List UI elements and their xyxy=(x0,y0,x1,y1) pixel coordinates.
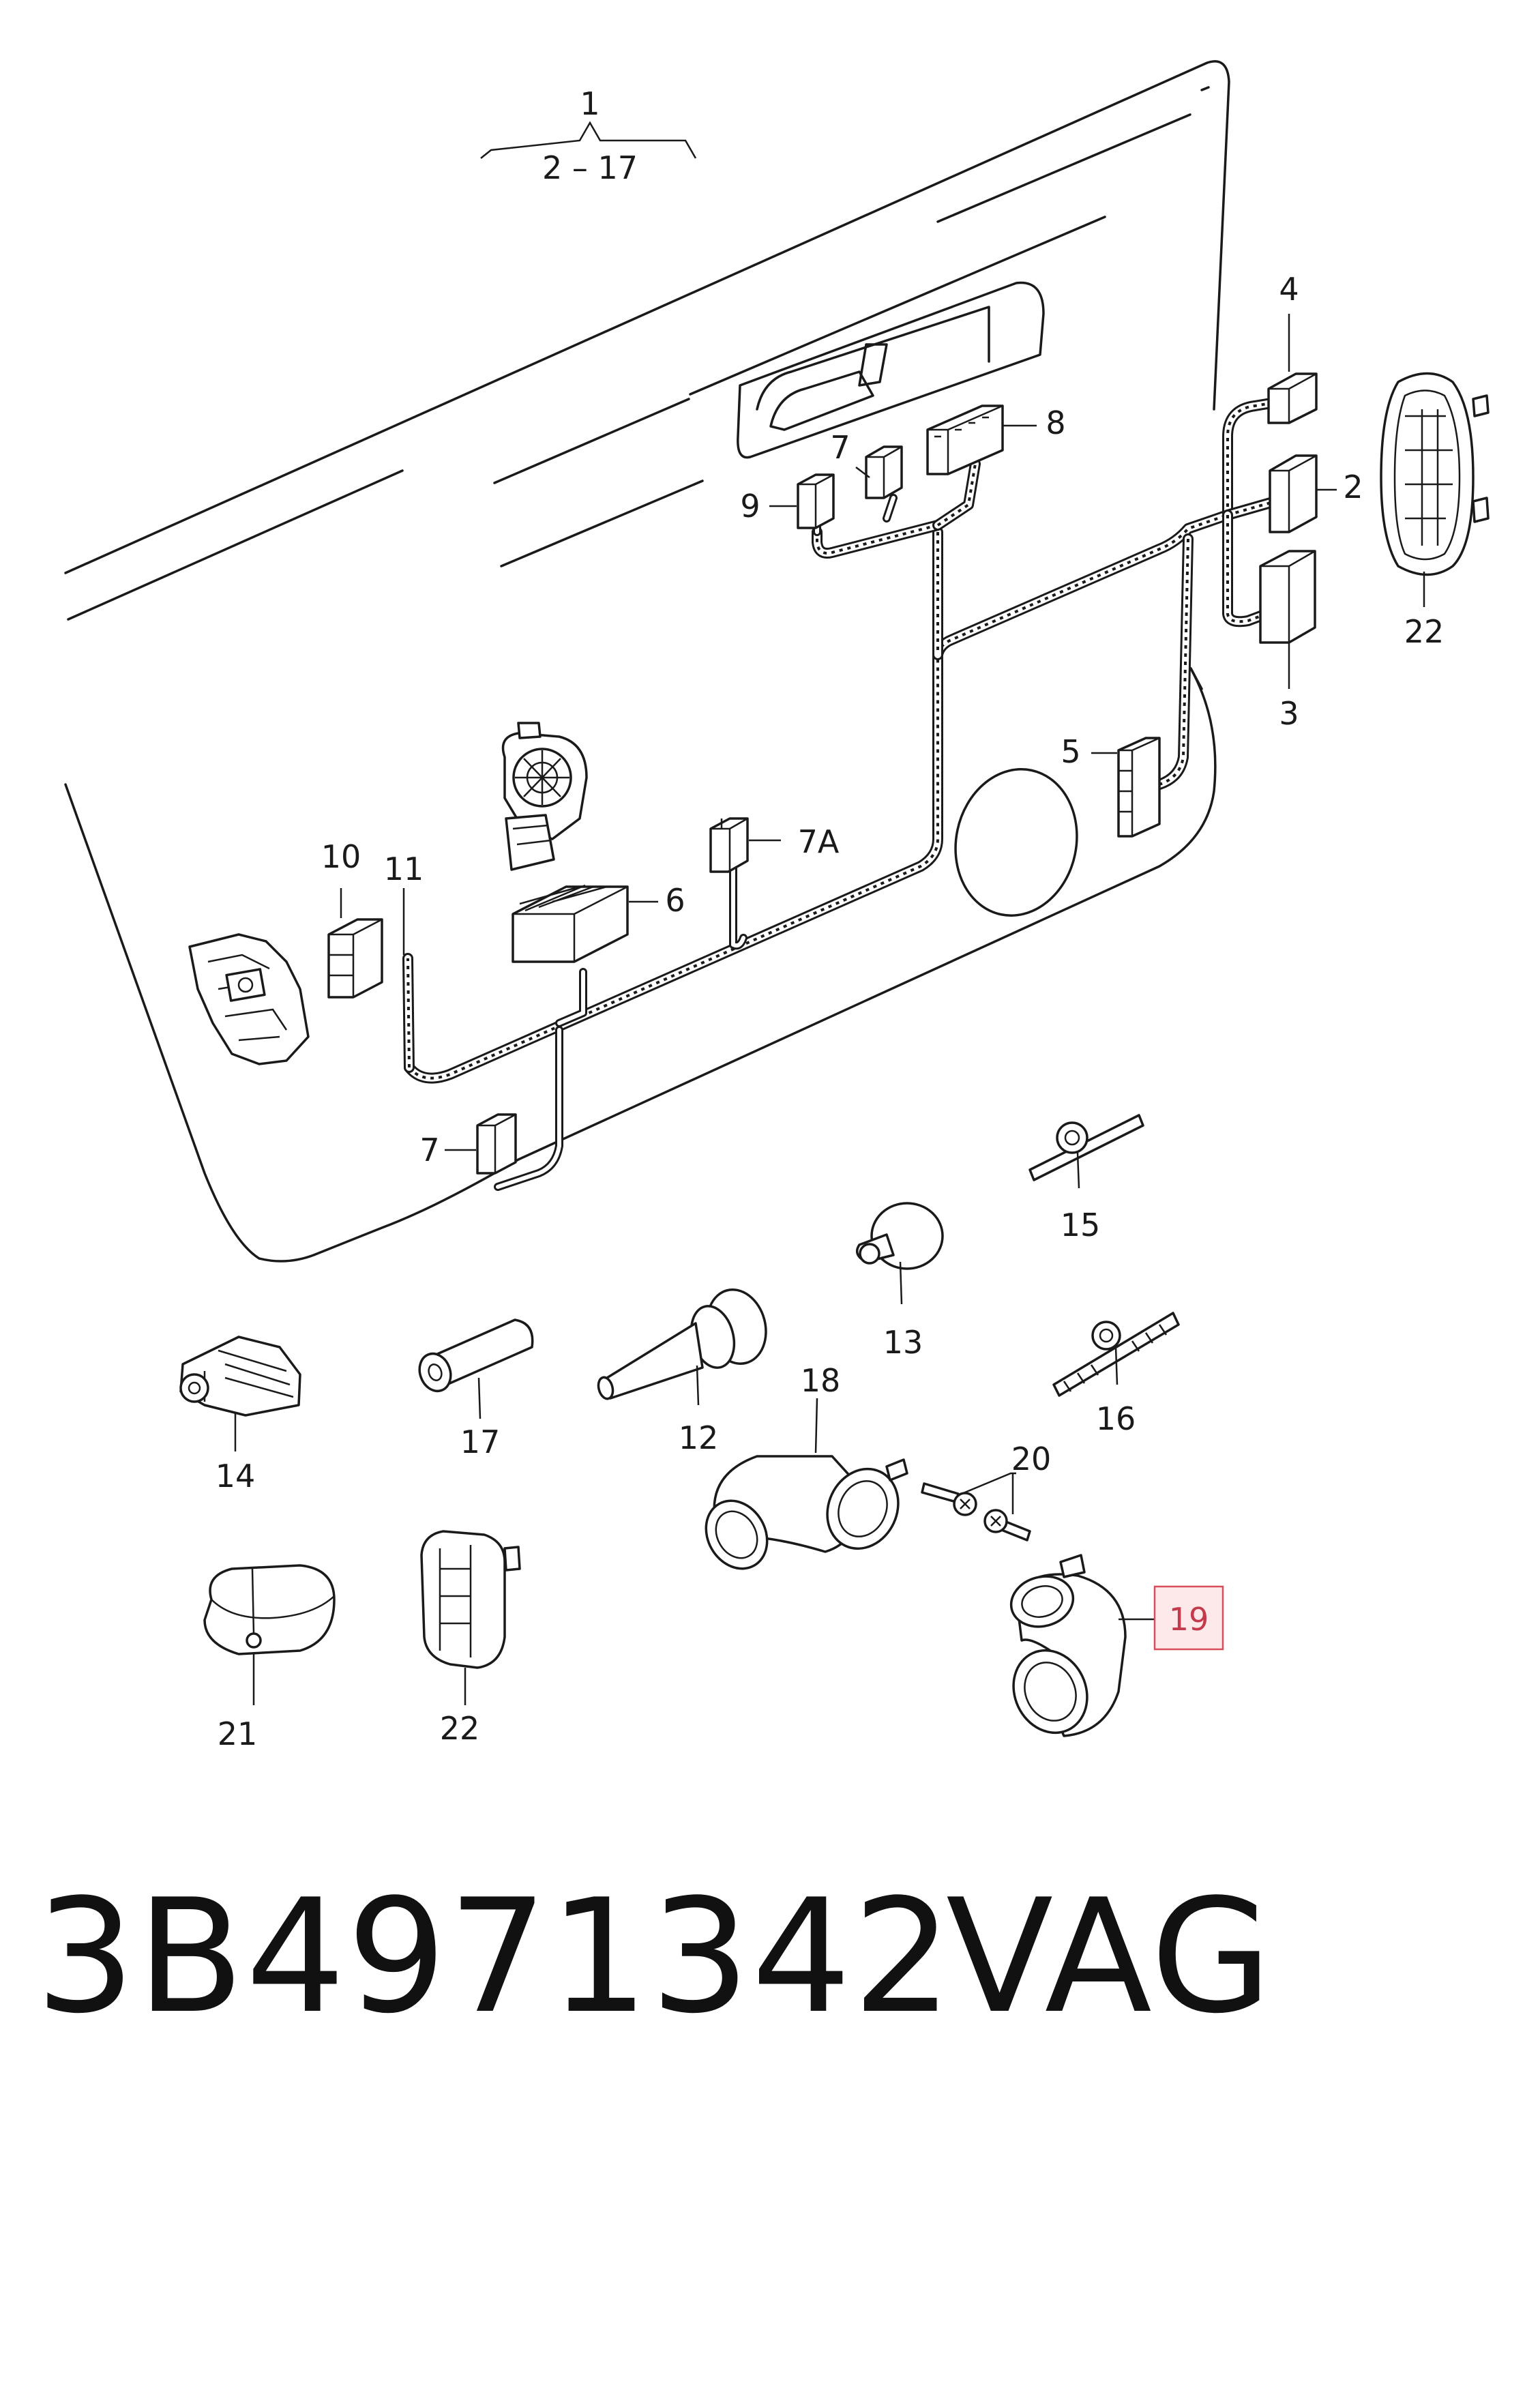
wire-branches xyxy=(494,494,898,1191)
part-caption: 3B4971342 VAG xyxy=(35,1869,1502,2046)
connector-4 xyxy=(1267,372,1318,424)
parts-diagram: 1 2 – 17 4 2 3 5 8 7 9 7A 6 10 11 7 22 1… xyxy=(64,60,1490,1752)
callout-10: 10 xyxy=(321,838,361,875)
callout-17: 17 xyxy=(460,1424,501,1460)
callout-labels: 1 2 – 17 4 2 3 5 8 7 9 7A 6 10 11 7 22 1… xyxy=(216,85,1445,1752)
callout-15: 15 xyxy=(1061,1207,1101,1243)
connector-6 xyxy=(512,884,629,963)
window-motor xyxy=(501,722,588,871)
callout-20: 20 xyxy=(1011,1441,1052,1477)
group-label-range: 2 – 17 xyxy=(542,149,638,186)
callout-2: 2 xyxy=(1343,469,1363,505)
boot-12 xyxy=(597,1288,767,1400)
connector-14 xyxy=(179,1336,301,1417)
callout-3: 3 xyxy=(1279,695,1299,732)
clip-15 xyxy=(1028,1114,1144,1181)
connector-10 xyxy=(327,918,383,999)
elbow-19 xyxy=(1009,1554,1127,1737)
leader-lines xyxy=(234,121,1425,1705)
callout-6: 6 xyxy=(665,882,685,919)
connector-22-top xyxy=(1380,372,1490,576)
callout-21: 21 xyxy=(218,1715,258,1752)
callout-22-top: 22 xyxy=(1404,613,1445,650)
callout-7a: 7A xyxy=(798,823,840,860)
connector-8 xyxy=(926,404,1004,475)
callout-19: 19 xyxy=(1169,1601,1209,1638)
connector-7a xyxy=(709,817,749,873)
connector-7-bottom xyxy=(476,1113,517,1175)
connector-2 xyxy=(1269,454,1318,533)
sleeve-17 xyxy=(418,1318,534,1393)
group-label-main: 1 xyxy=(580,85,599,122)
callout-18: 18 xyxy=(801,1362,841,1399)
callout-7-top: 7 xyxy=(830,429,850,466)
door-panel xyxy=(64,60,1230,1263)
callout-16: 16 xyxy=(1096,1400,1136,1437)
connector-7-top xyxy=(865,445,903,499)
highlight-box-19 xyxy=(1153,1585,1224,1651)
wiring-harness xyxy=(402,397,1281,1084)
callout-9: 9 xyxy=(740,488,760,525)
door-lock xyxy=(188,933,310,1065)
grommet-13 xyxy=(855,1202,944,1270)
callout-12: 12 xyxy=(679,1419,719,1456)
connector-9 xyxy=(797,473,835,529)
brand-name: VAG xyxy=(946,1866,1274,2048)
callout-22-bottom: 22 xyxy=(440,1710,480,1747)
grommet-21 xyxy=(203,1564,336,1655)
connector-5 xyxy=(1117,737,1161,838)
callout-14: 14 xyxy=(216,1458,256,1494)
callout-11: 11 xyxy=(384,851,424,887)
callout-8: 8 xyxy=(1046,404,1065,441)
part-number: 3B4971342 xyxy=(35,1866,954,2048)
screws-20 xyxy=(921,1482,1031,1542)
callout-4: 4 xyxy=(1279,271,1299,308)
callout-7-bottom: 7 xyxy=(419,1132,439,1168)
callout-5: 5 xyxy=(1061,733,1080,770)
connector-3 xyxy=(1259,550,1316,644)
connector-22-bottom xyxy=(420,1530,521,1669)
elbow-18 xyxy=(705,1455,908,1570)
callout-13: 13 xyxy=(883,1324,923,1361)
